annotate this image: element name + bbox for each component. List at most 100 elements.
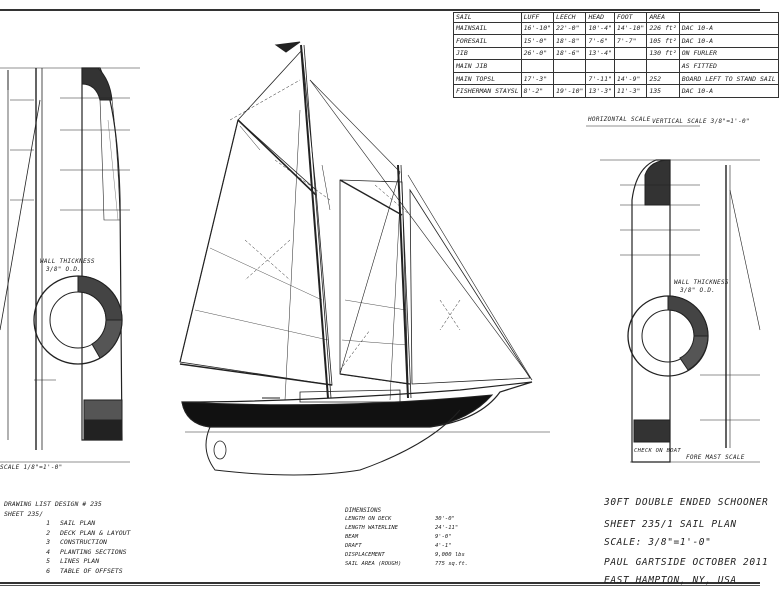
list-item: 4 PLANTING SECTIONS: [0, 548, 130, 558]
sail-cell: 252: [646, 71, 680, 86]
list-item: DRAFT 4'-1": [345, 542, 468, 551]
dim-value: 9,000 lbs: [435, 552, 465, 558]
sail-cell: AS FITTED: [678, 59, 779, 73]
list-item: LENGTH WATERLINE 24'-11": [345, 524, 468, 533]
sail-cell: MAINSAIL: [453, 21, 522, 36]
sail-table-row: MAIN JIB AS FITTED: [453, 59, 779, 73]
sail-table-row: JIB 26'-0" 18'-6" 13'-4" 130 ft² ON FURL…: [453, 46, 779, 61]
dimensions-title: DIMENSIONS: [345, 507, 382, 514]
dim-value: 4'-1": [435, 543, 452, 549]
list-item: DISPLACEMENT 9,000 lbs: [345, 551, 468, 560]
drawing-num: 6: [46, 566, 50, 575]
sail-cell: 19'-10": [553, 84, 587, 98]
dim-label: DRAFT: [345, 543, 362, 549]
drawing-num: 5: [46, 557, 50, 565]
left-mast-section: [0, 67, 140, 463]
sail-table-row: FISHERMAN STAYSL 8'-2" 19'-10" 13'-3" 11…: [453, 84, 779, 98]
sheet-border-bottom: [0, 582, 760, 584]
sheet-border-top: [0, 9, 760, 11]
drawing-num: 4: [46, 547, 50, 556]
sail-cell: DAC 10-A: [678, 84, 779, 98]
dim-label: DISPLACEMENT: [345, 552, 385, 558]
area-col-header: AREA: [646, 12, 680, 23]
sail-plan-drawing: [0, 41, 761, 476]
dim-label: LENGTH ON DECK: [345, 516, 392, 522]
wall-thickness-right-label: WALL THICKNESS: [674, 279, 729, 286]
left-scale-label: SCALE 1/8"=1'-0": [0, 464, 63, 471]
sail-cell: 17'-3": [520, 71, 555, 86]
sail-plan-sheet: SAIL LUFF LEECH HEAD FOOT AREA MAINSAIL …: [0, 9, 779, 586]
schooner-masts: [274, 41, 412, 399]
sail-cell: [613, 46, 648, 61]
notes-col-header: [678, 12, 779, 23]
dim-value: 775 sq.ft.: [435, 561, 469, 567]
head-col-header: HEAD: [585, 12, 615, 23]
wall-thickness-right-sub: 3/8" O.D.: [680, 287, 716, 294]
sail-cell: 16'-10": [520, 21, 555, 36]
sail-cell: 105 ft²: [646, 34, 680, 48]
sail-cell: [646, 59, 680, 73]
sail-table-header-row: SAIL LUFF LEECH HEAD FOOT AREA: [453, 12, 779, 23]
sail-cell: [553, 59, 587, 73]
dim-label: BEAM: [345, 534, 359, 540]
sail-cell: ON FURLER: [678, 46, 779, 61]
sail-cell: [553, 71, 587, 86]
sail-cell: 7'-6": [585, 34, 615, 48]
drawing-name: DECK PLAN & LAYOUT: [60, 528, 131, 537]
sail-cell: FORESAIL: [453, 34, 522, 48]
right-mast-section: [586, 125, 761, 463]
sail-cell: [520, 59, 555, 73]
leech-col-header: LEECH: [553, 12, 587, 23]
sail-table: SAIL LUFF LEECH HEAD FOOT AREA MAINSAIL …: [453, 12, 779, 98]
drawing-name: PLANTING SECTIONS: [60, 547, 127, 556]
dim-value: 9'-0": [435, 534, 452, 540]
sail-cell: MAIN JIB: [453, 59, 522, 73]
sail-cell: 130 ft²: [646, 46, 680, 61]
drawing-num: 3: [46, 538, 50, 546]
drawing-name: CONSTRUCTION: [60, 538, 107, 546]
dim-label: LENGTH WATERLINE: [345, 525, 398, 531]
sail-cell: JIB: [453, 46, 522, 61]
sail-cell: [613, 59, 648, 73]
sail-table-row: FORESAIL 15'-0" 18'-8" 7'-6" 7'-7" 105 f…: [453, 34, 779, 48]
foot-col-header: FOOT: [613, 12, 648, 23]
sail-cell: 15'-0": [520, 34, 555, 48]
schooner-hull: [181, 381, 550, 476]
vertical-scale-label: VERTICAL SCALE 3/8"=1'-0": [652, 118, 750, 125]
drawing-num: 1: [46, 519, 50, 527]
title-block: 30FT DOUBLE ENDED SCHOONER SHEET 235/1 S…: [604, 494, 768, 590]
sail-cell: MAIN TOPSL: [453, 71, 522, 86]
sail-cell: BOARD LEFT TO STAND SAIL: [678, 71, 779, 86]
drawing-name: TABLE OF OFFSETS: [60, 566, 123, 575]
scale-text: SCALE: 3/8"=1'-0": [604, 537, 712, 548]
dim-value: 24'-11": [435, 525, 459, 531]
horizontal-scale-label: HORIZONTAL SCALE: [588, 116, 651, 123]
sheet-border-inner: [0, 585, 760, 586]
check-on-boat-label: CHECK ON BOAT: [634, 448, 681, 454]
sail-table-row: MAIN TOPSL 17'-3" 7'-11" 14'-9" 252 BOAR…: [453, 71, 779, 86]
location-text: EAST HAMPTON, NY, USA: [604, 575, 737, 586]
schooner-sails: [179, 49, 533, 401]
dim-value: 30'-0": [435, 516, 455, 522]
sail-cell: 14'-10": [613, 21, 648, 36]
sail-cell: 13'-4": [585, 46, 615, 61]
sail-cell: 135: [646, 84, 680, 98]
sail-cell: 14'-9": [613, 71, 648, 86]
sail-cell: 226 ft²: [646, 21, 680, 36]
drawing-list-title: DRAWING LIST DESIGN # 235: [4, 500, 102, 508]
sail-cell: 13'-3": [585, 84, 615, 98]
dimensions-block: DIMENSIONS LENGTH ON DECK 30'-0" LENGTH W…: [345, 506, 468, 569]
sail-table-row: MAINSAIL 16'-10" 22'-0" 10'-4" 14'-10" 2…: [453, 21, 779, 36]
sail-cell: 11'-3": [613, 84, 648, 98]
list-item: BEAM 9'-0": [345, 533, 468, 542]
drawing-list-sheet: SHEET 235/: [4, 509, 44, 518]
list-item: LENGTH ON DECK 30'-0": [345, 515, 468, 524]
sail-cell: 7'-7": [613, 34, 648, 48]
sail-col-header: SAIL: [453, 12, 522, 23]
sail-cell: 7'-11": [585, 71, 615, 86]
sail-cell: 8'-2": [520, 84, 555, 98]
design-title: 30FT DOUBLE ENDED SCHOONER: [604, 497, 769, 508]
